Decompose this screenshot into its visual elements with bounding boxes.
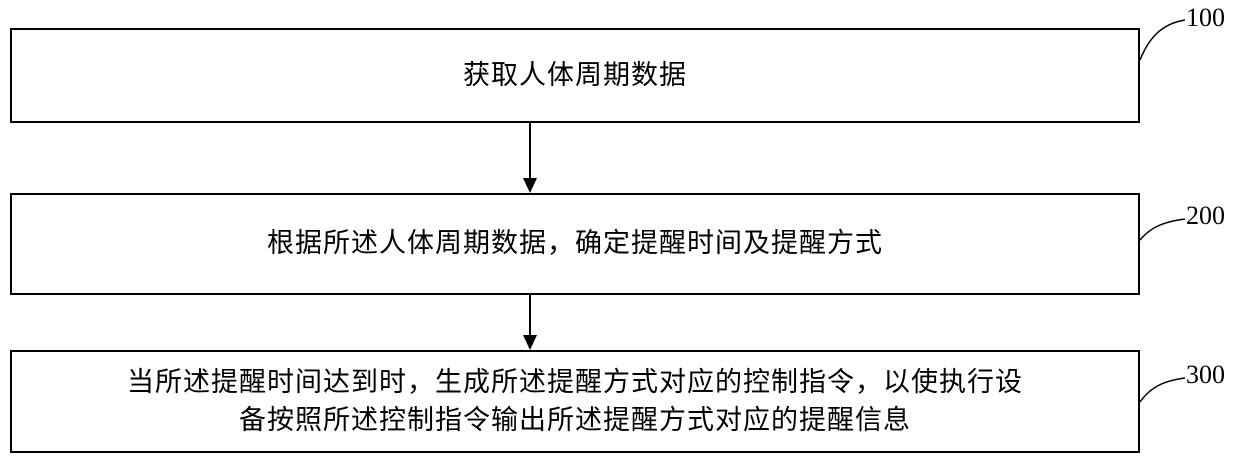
step-text-300: 当所述提醒时间达到时，生成所述提醒方式对应的控制指令，以使执行设 备按照所述控制… (30, 364, 1120, 440)
step-text-200: 根据所述人体周期数据，确定提醒时间及提醒方式 (267, 225, 883, 263)
reference-label-200: 200 (1186, 201, 1225, 231)
arrow-200-to-300 (523, 295, 537, 350)
step-box-200: 根据所述人体周期数据，确定提醒时间及提醒方式 (10, 193, 1140, 295)
step-text-300-line-2: 备按照所述控制指令输出所述提醒方式对应的提醒信息 (30, 402, 1120, 440)
arrow-100-to-200 (523, 123, 537, 193)
step-box-300: 当所述提醒时间达到时，生成所述提醒方式对应的控制指令，以使执行设 备按照所述控制… (10, 350, 1140, 453)
step-box-100: 获取人体周期数据 (10, 28, 1140, 123)
leader-line-200 (1140, 219, 1185, 240)
step-text-100: 获取人体周期数据 (463, 57, 687, 95)
step-text-300-line-1: 当所述提醒时间达到时，生成所述提醒方式对应的控制指令，以使执行设 (30, 364, 1120, 402)
reference-label-300: 300 (1186, 360, 1225, 390)
reference-label-100: 100 (1186, 3, 1225, 33)
leader-line-100 (1140, 20, 1185, 60)
leader-line-300 (1140, 378, 1185, 402)
